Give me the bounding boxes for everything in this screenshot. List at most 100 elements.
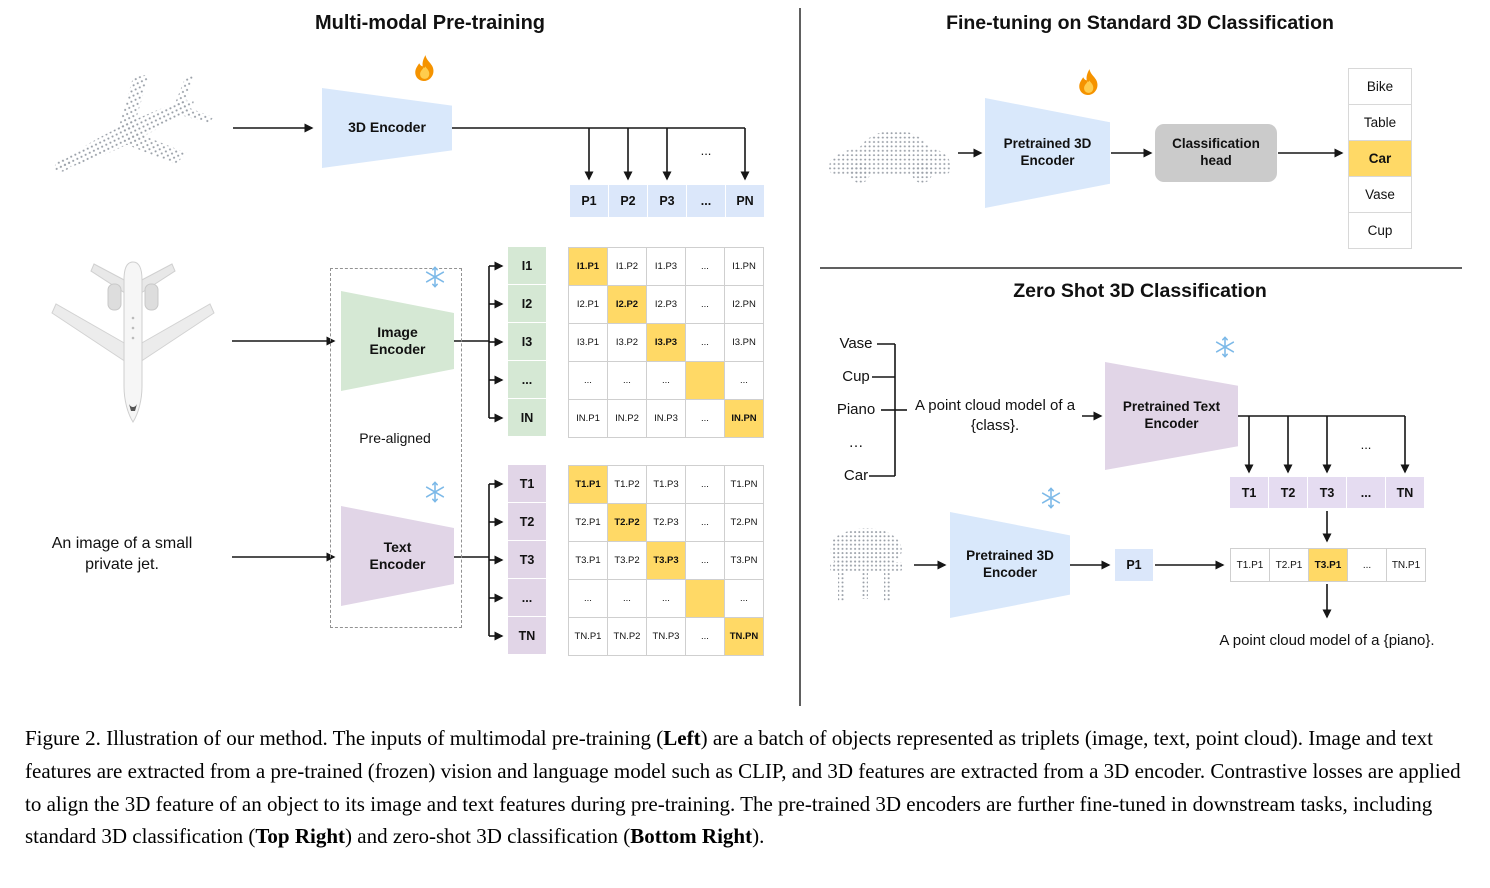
matrix-cell [686,580,724,617]
ellipsis-label: ... [1360,437,1372,452]
similarity-result-cell: TN.P1 [1387,549,1425,581]
text-feature-cell: TN [508,617,546,654]
matrix-cell: I3.PN [725,324,763,361]
class-list-item: Table [1349,105,1411,140]
matrix-cell: ... [608,362,646,399]
matrix-cell: ... [569,362,607,399]
text-encoder-label: Text Encoder [369,538,426,573]
t-feature-cell: TN [1386,477,1424,508]
image-feature-cell: I2 [508,285,546,322]
matrix-cell: ... [725,580,763,617]
snowflake-icon [424,266,446,288]
pretraining-title: Multi-modal Pre-training [315,12,545,34]
fire-icon [1076,68,1102,98]
matrix-cell: T1.P3 [647,466,685,503]
matrix-cell: T2.P2 [608,504,646,541]
matrix-cell: ... [608,580,646,617]
t-feature-cell: ... [1347,477,1385,508]
matrix-cell: ... [647,580,685,617]
matrix-cell: T1.P2 [608,466,646,503]
text-input-caption: An image of a small private jet. [51,535,193,573]
point-cloud-airplane [33,50,221,218]
matrix-cell: I1.PN [725,248,763,285]
matrix-cell: T3.P1 [569,542,607,579]
matrix-cell: TN.P2 [608,618,646,655]
matrix-cell: ... [686,466,724,503]
matrix-cell: ... [686,324,724,361]
matrix-cell: ... [686,618,724,655]
pretrained-3d-encoder-label: Pretrained 3D Encoder [966,548,1054,580]
classification-head: Classification head [1155,124,1277,182]
matrix-cell: ... [569,580,607,617]
t-feature-cell: T1 [1230,477,1268,508]
matrix-cell: T2.P3 [647,504,685,541]
text-feature-cell: T2 [508,503,546,540]
t-feature-cell: T2 [1269,477,1307,508]
matrix-cell: IN.P2 [608,400,646,437]
matrix-cell: IN.P3 [647,400,685,437]
figure-caption: Figure 2. Illustration of our method. Th… [25,726,1461,849]
similarity-result-cell: T2.P1 [1270,549,1308,581]
matrix-cell: ... [647,362,685,399]
matrix-cell: T2.PN [725,504,763,541]
matrix-cell: I3.P3 [647,324,685,361]
classification-head-label: Classification head [1172,136,1260,168]
matrix-cell [686,362,724,399]
similarity-result-cell: T3.P1 [1309,549,1347,581]
matrix-cell: I1.P2 [608,248,646,285]
t-feature-cell: T3 [1308,477,1346,508]
matrix-cell: I3.P1 [569,324,607,361]
matrix-cell: T3.P3 [647,542,685,579]
p1-cell: P1 [1115,549,1153,581]
prompt-text: A point cloud model of a {class}. [914,397,1076,434]
matrix-cell: T3.PN [725,542,763,579]
class-prompt-label: Cup [842,368,870,385]
class-list-item: Vase [1349,177,1411,212]
snowflake-icon [1040,487,1062,509]
matrix-cell: T1.PN [725,466,763,503]
matrix-cell: I2.P1 [569,286,607,323]
matrix-cell: T2.P1 [569,504,607,541]
image-feature-cell: IN [508,399,546,436]
matrix-cell: ... [686,542,724,579]
ellipsis-label: ... [700,143,712,158]
arrows-overlay [232,8,1462,706]
snowflake-icon [1214,336,1236,358]
fire-icon [412,54,438,84]
finetune-title: Fine-tuning on Standard 3D Classificatio… [946,12,1334,34]
point-cloud-piano [820,518,912,608]
matrix-cell: I2.P3 [647,286,685,323]
point-cloud-car [824,114,956,190]
matrix-cell: ... [686,248,724,285]
class-list-item: Bike [1349,69,1411,104]
matrix-cell: IN.PN [725,400,763,437]
p-feature-cell: PN [726,185,764,217]
matrix-cell: I2.P2 [608,286,646,323]
matrix-cell: T3.P2 [608,542,646,579]
matrix-cell: I1.P3 [647,248,685,285]
zeroshot-output-text: A point cloud model of a {piano}. [1219,632,1435,649]
p-feature-cell: ... [687,185,725,217]
class-prompt-label: Piano [836,401,876,418]
image-feature-cell: ... [508,361,546,398]
similarity-result-cell: T1.P1 [1231,549,1269,581]
image-feature-cell: I1 [508,247,546,284]
p-feature-cell: P2 [609,185,647,217]
text-feature-cell: ... [508,579,546,616]
matrix-cell: I1.P1 [569,248,607,285]
similarity-result-cell: ... [1348,549,1386,581]
matrix-cell: TN.PN [725,618,763,655]
matrix-cell: I3.P2 [608,324,646,361]
pretrained-text-encoder-label: Pretrained Text Encoder [1122,399,1221,431]
class-prompt-label: Car [843,467,869,484]
matrix-cell: ... [686,286,724,323]
class-prompt-label: … [848,434,864,451]
